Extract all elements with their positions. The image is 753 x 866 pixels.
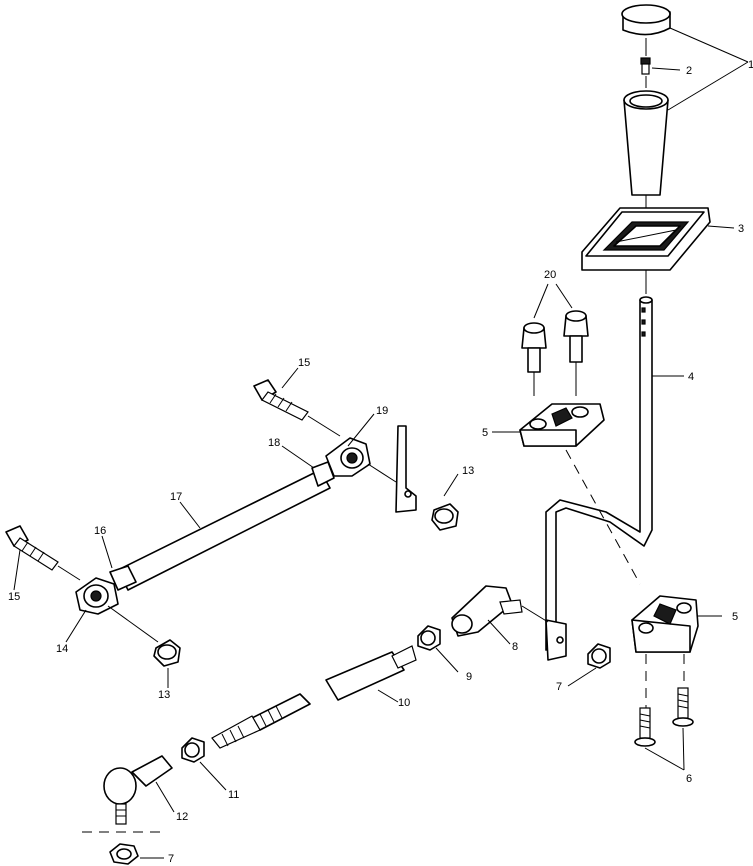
bolt-15-upper [253,379,309,421]
callout-15-upper: 15 [298,357,310,369]
nut-7-upper [587,643,611,669]
callout-9: 9 [466,671,472,683]
callout-13-lower: 13 [158,689,170,701]
mount-bracket-lower [631,595,699,653]
locknut-13-upper [431,503,459,531]
jam-nut-9 [417,625,441,651]
callout-2: 2 [686,65,692,77]
shift-gate-bezel [581,207,711,271]
set-screw-2 [640,57,651,75]
rod-end-19 [325,437,371,477]
bolt-20-right [563,310,589,363]
callout-7-upper: 7 [556,681,562,693]
callout-18: 18 [268,437,280,449]
callout-3: 3 [738,223,744,235]
callout-13-upper: 13 [462,465,474,477]
adjuster-tube-10 [325,645,417,701]
callout-19: 19 [376,405,388,417]
callout-10: 10 [398,697,410,709]
bolt-15-lower [5,525,59,571]
callout-6: 6 [686,773,692,785]
threaded-shaft [211,693,311,749]
callout-7-lower: 7 [168,853,174,865]
callout-5-upper: 5 [482,427,488,439]
flange-bolt-6-right [672,687,694,727]
mount-bracket-upper [519,403,605,447]
callout-15-lower: 15 [8,591,20,603]
ball-joint-12 [103,755,173,825]
rod-end-14 [75,577,119,615]
callout-1: 1 [748,59,753,71]
linkage-bracket [395,425,417,513]
callout-4: 4 [688,371,694,383]
callout-8: 8 [512,641,518,653]
callout-17: 17 [170,491,182,503]
callout-11: 11 [228,789,239,801]
callout-16: 16 [94,525,106,537]
locknut-13-lower [153,639,181,667]
rod-end-8 [451,585,523,637]
shift-lever [545,296,653,661]
shift-boot [623,90,669,196]
callout-5-lower: 5 [732,611,738,623]
jam-nut-11 [181,737,205,763]
shift-knob-cap [621,4,671,36]
flange-bolt-6-left [634,707,656,747]
callout-12: 12 [176,811,188,823]
nut-7-lower [109,843,139,865]
callout-14: 14 [56,643,68,655]
tie-rod-17 [109,461,335,591]
callout-20: 20 [544,269,556,281]
bolt-20-left [521,322,547,373]
